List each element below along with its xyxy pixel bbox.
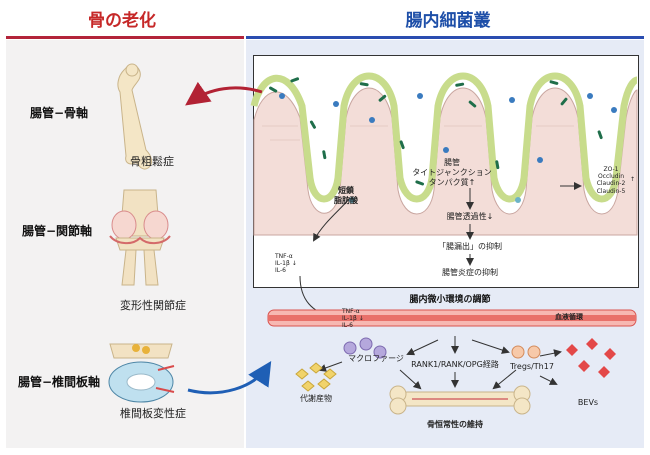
bevs-icon xyxy=(566,338,616,378)
arrow-to-macrophage xyxy=(406,339,439,356)
left-title: 骨の老化 xyxy=(88,11,156,31)
osteoarthritis-label: 変形性関節症 xyxy=(120,299,186,312)
knee-joint-icon xyxy=(109,189,171,286)
intervertebral-disc-icon xyxy=(108,343,175,403)
femur-icon xyxy=(117,63,153,170)
left-divider xyxy=(6,36,244,39)
scfa-label: 短鎖 脂肪酸 xyxy=(334,186,358,205)
arrow-to-tregs xyxy=(471,339,510,354)
right-divider xyxy=(246,36,644,39)
bone-icon xyxy=(389,385,531,415)
junction-proteins-label: ZO-1 Occludin Claudin-2 Claudin-5 xyxy=(596,166,626,195)
osteoporosis-label: 骨粗鬆症 xyxy=(130,155,174,168)
blood-circulation-label: 血液循環 xyxy=(555,313,583,321)
metabolites-label: 代謝産物 xyxy=(300,394,332,403)
rankl-pathway-label: RANK1/RANK/OPG経路 xyxy=(411,360,499,369)
tight-junction-label: 腸管 タイトジャンクション タンパク質↑ xyxy=(412,158,492,187)
gut-joint-axis-label: 腸管−関節軸 xyxy=(22,224,93,238)
macrophage-label: マクロファージ xyxy=(348,354,404,363)
gut-bone-axis-label: 腸管−骨軸 xyxy=(30,106,89,120)
arrow-tregs-to-bone xyxy=(492,369,517,390)
arrow-macrophage-to-bone xyxy=(399,369,422,390)
bone-homeostasis-label: 骨恒常性の維持 xyxy=(427,420,483,429)
metabolites-icon xyxy=(295,362,337,392)
bevs-label: BEVs xyxy=(577,398,599,407)
intestine-cytokines-label: TNF-α IL-1β ↓ IL-6 xyxy=(275,253,297,275)
disc-degeneration-label: 椎間板変性症 xyxy=(120,407,186,420)
arrow-disc-to-gut xyxy=(187,360,272,395)
arrow-to-metabolites xyxy=(318,361,343,372)
gut-disc-axis-label: 腸管−椎間板軸 xyxy=(18,375,101,389)
micro-environment-title: 腸内微小環境の調節 xyxy=(409,295,491,305)
macrophage-icon xyxy=(343,337,387,359)
permeability-label: 腸管透過性↓ xyxy=(446,212,494,221)
leak-label: 「腸漏出」の抑制 xyxy=(438,242,502,251)
arrow-to-bevs xyxy=(539,349,562,358)
tregs-icon xyxy=(511,345,541,359)
arrow-to-bevs-2 xyxy=(539,375,558,385)
right-title: 腸内細菌叢 xyxy=(405,11,491,31)
junction-up-arrow: ↑ xyxy=(630,176,636,183)
tregs-label: Tregs/Th17 xyxy=(510,362,554,371)
arrow-gut-to-bone xyxy=(185,81,263,106)
arrow-to-cytokines xyxy=(313,197,351,242)
left-illustrations xyxy=(108,63,175,403)
blood-cytokines-label: TNF-α IL-1β ↓ IL-6 xyxy=(342,308,364,330)
inflammation-label: 腸管炎症の抑制 xyxy=(442,268,498,277)
blood-vessel xyxy=(267,309,637,327)
gut-bacteria xyxy=(269,77,617,203)
